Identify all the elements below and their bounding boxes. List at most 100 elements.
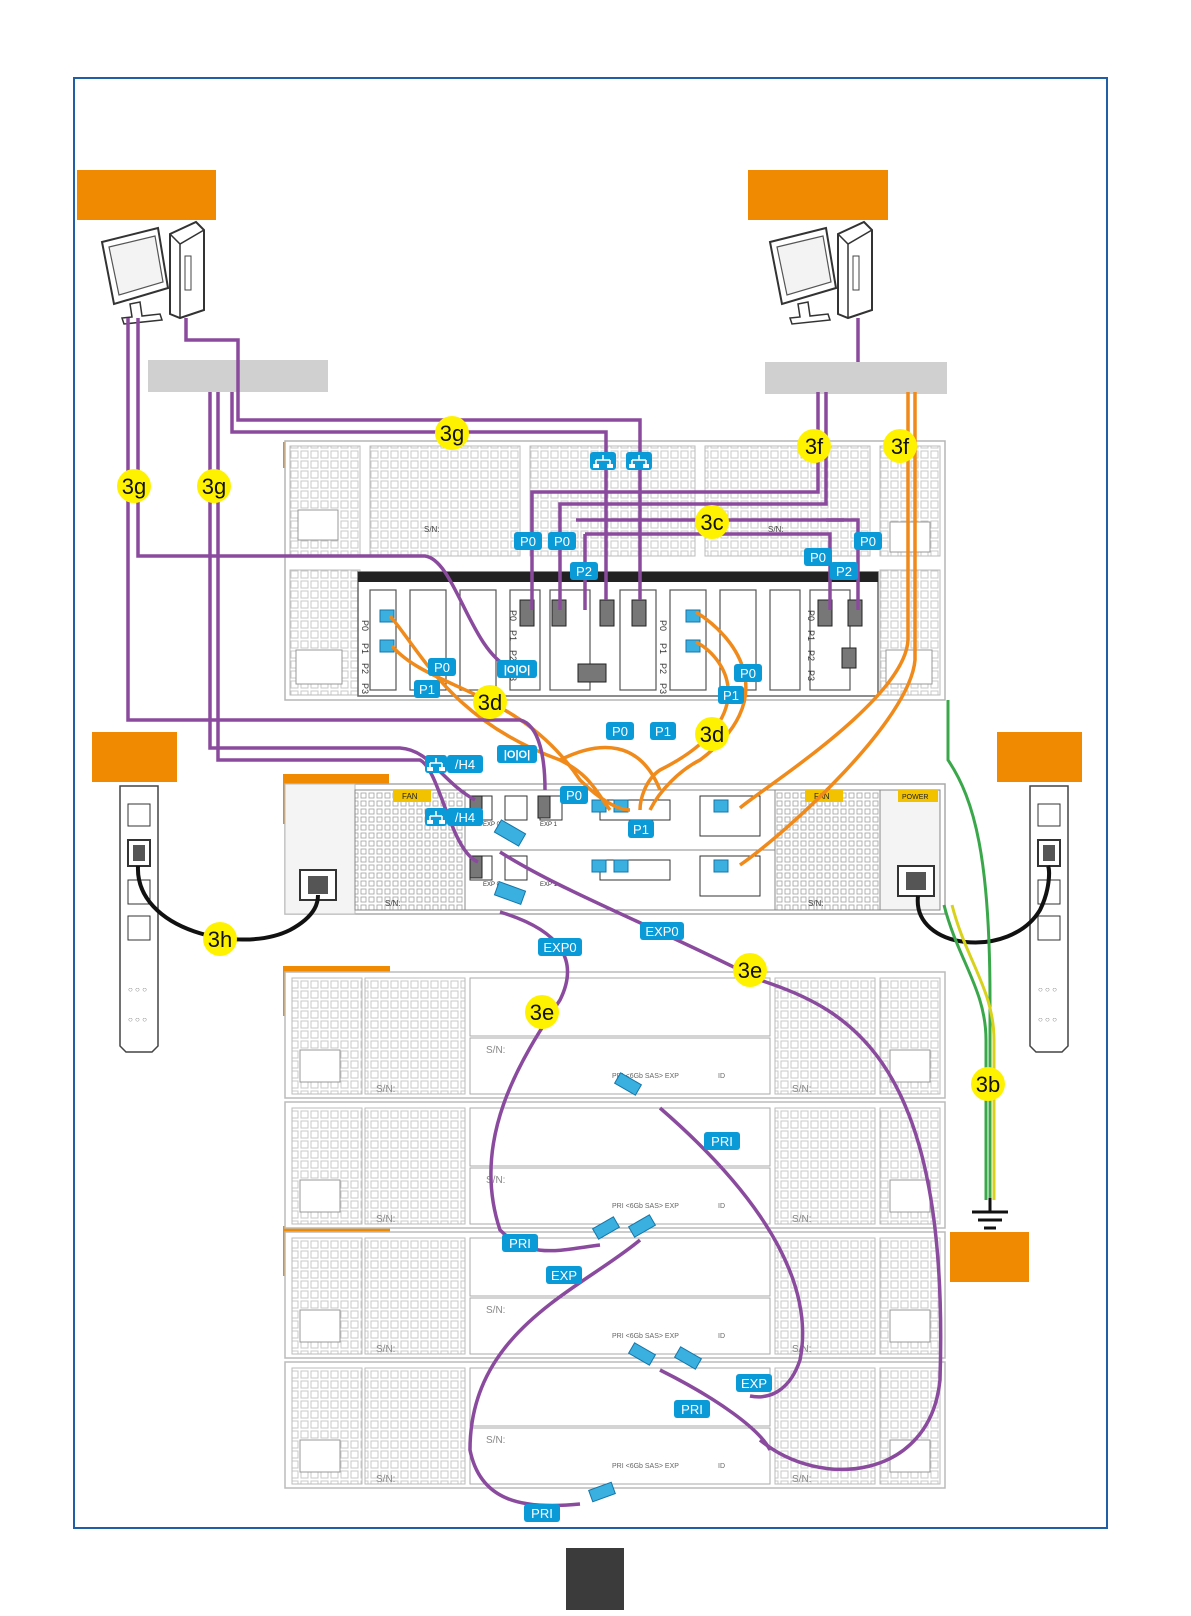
svg-text:P3: P3 <box>658 683 668 694</box>
top-enclosure: P0 P1 P2 P3 P0 P1 P2 P3 P0 P1 P2 P3 P0 P… <box>284 440 946 701</box>
port-label-badge <box>640 922 684 940</box>
port-label-badge <box>560 786 588 804</box>
svg-text:S/N:: S/N: <box>808 899 824 908</box>
callout-circle <box>525 995 559 1029</box>
port-label-badge <box>704 1132 740 1150</box>
port-label-badge <box>514 532 542 550</box>
port-label-badge <box>447 808 483 826</box>
callout-c3g_top: 3g <box>440 421 464 446</box>
svg-text:EXP 1: EXP 1 <box>540 882 558 888</box>
pdu-left: ○ ○ ○ ○ ○ ○ <box>119 785 159 1053</box>
port-label-badge <box>414 680 440 698</box>
port-label-p0_e: P0 <box>434 660 450 675</box>
port-label-badge <box>447 755 483 773</box>
callout-circle <box>203 922 237 956</box>
sas-connectors <box>493 819 703 1503</box>
svg-text:P3: P3 <box>360 683 370 694</box>
port-label-pri_d: PRI <box>531 1506 553 1521</box>
port-label-p2_a: P2 <box>576 564 592 579</box>
port-label-badge <box>674 1400 710 1418</box>
controller-enclosure: FAN FAN POWER S/N: S/N: EXP 0 EXP 1 EXP … <box>284 783 946 915</box>
svg-text:P0: P0 <box>508 610 518 621</box>
network-icon <box>425 755 447 773</box>
svg-text:P1: P1 <box>360 643 370 654</box>
svg-text:ID: ID <box>718 1203 725 1210</box>
port-label-p1_c: P1 <box>723 688 739 703</box>
svg-text:S/N:: S/N: <box>792 1474 811 1485</box>
port-label-badge <box>830 562 858 580</box>
network-icon <box>626 452 652 470</box>
port-label-h4_a: /H4 <box>455 757 475 772</box>
port-label-p1_d: P1 <box>633 822 649 837</box>
port-label-badge <box>548 532 576 550</box>
svg-text:P3: P3 <box>806 670 816 681</box>
sas-symbol-badge <box>497 660 537 678</box>
port-label-badge <box>650 722 676 740</box>
port-label-p0_c: P0 <box>810 550 826 565</box>
callout-circle <box>733 953 767 987</box>
svg-text:EXP 0: EXP 0 <box>483 822 501 828</box>
callout-circle <box>473 685 507 719</box>
port-label-badge <box>854 532 882 550</box>
label-box-pdu-right <box>997 732 1082 782</box>
port-label-p0_d: P0 <box>860 534 876 549</box>
svg-text:EXP 1: EXP 1 <box>540 822 558 828</box>
network-icon <box>425 808 447 826</box>
label-box-host-left <box>77 170 216 220</box>
svg-text:S/N:: S/N: <box>376 1474 395 1485</box>
port-label-exp0_b: EXP0 <box>645 924 678 939</box>
port-label-p1_b: P1 <box>655 724 671 739</box>
tower-icon <box>169 220 205 320</box>
port-label-exp_b: EXP <box>741 1376 767 1391</box>
sas-symbol-labels: |O|O| |O|O| <box>497 660 537 763</box>
svg-text:ID: ID <box>718 1463 725 1470</box>
callout-circle <box>695 717 729 751</box>
svg-text:EXP 0: EXP 0 <box>483 882 501 888</box>
svg-text:P0: P0 <box>806 610 816 621</box>
svg-text:S/N:: S/N: <box>768 525 784 534</box>
expansion-enclosure-4: S/N: S/N: S/N: PRI <6Gb SAS> EXP ID <box>284 1361 946 1489</box>
callout-circle <box>883 429 917 463</box>
svg-text:S/N:: S/N: <box>376 1344 395 1355</box>
svg-text:○ ○ ○: ○ ○ ○ <box>1038 985 1057 994</box>
port-label-badge <box>546 1266 582 1284</box>
port-label-badge <box>736 1374 772 1392</box>
svg-text:P1: P1 <box>806 630 816 641</box>
svg-text:PRI <6Gb SAS> EXP: PRI <6Gb SAS> EXP <box>612 1203 679 1210</box>
port-label-badge <box>502 1234 538 1252</box>
callout-c3b: 3b <box>976 1072 1000 1097</box>
svg-text:○ ○ ○: ○ ○ ○ <box>128 985 147 994</box>
svg-text:FAN: FAN <box>402 792 418 801</box>
expansion-enclosure-1: S/N: S/N: S/N: PRI <6Gb SAS> EXP ID <box>284 971 946 1099</box>
svg-text:○ ○ ○: ○ ○ ○ <box>128 1015 147 1024</box>
port-label-pri_a: PRI <box>711 1134 733 1149</box>
callout-circle <box>435 416 469 450</box>
svg-text:P1: P1 <box>508 630 518 641</box>
host-workstation-left <box>100 220 205 325</box>
ground-cable <box>942 700 996 1200</box>
svg-text:P1: P1 <box>658 643 668 654</box>
power-cables <box>135 865 1051 945</box>
page-frame <box>73 77 1108 1529</box>
network-icon <box>590 452 616 470</box>
port-label-pri_b: PRI <box>509 1236 531 1251</box>
expansion-enclosure-2: S/N: S/N: S/N: PRI <6Gb SAS> EXP ID <box>284 1101 946 1229</box>
svg-text:ID: ID <box>718 1073 725 1080</box>
tower-icon <box>837 220 873 320</box>
svg-text:S/N:: S/N: <box>486 1045 505 1056</box>
port-label-badge <box>718 686 744 704</box>
pdu-right: ○ ○ ○ ○ ○ ○ <box>1029 785 1069 1053</box>
svg-text:ID: ID <box>718 1333 725 1340</box>
port-label-p1_a: P1 <box>419 682 435 697</box>
callout-circle <box>695 505 729 539</box>
label-box-pdu-left <box>92 732 177 782</box>
network-switch-right <box>765 362 947 394</box>
network-icons <box>425 452 652 826</box>
svg-text:POWER: POWER <box>902 794 928 801</box>
callout-c3d_a: 3d <box>478 690 502 715</box>
label-box-host-right <box>748 170 888 220</box>
callout-circle <box>971 1067 1005 1101</box>
svg-text:P2: P2 <box>806 650 816 661</box>
